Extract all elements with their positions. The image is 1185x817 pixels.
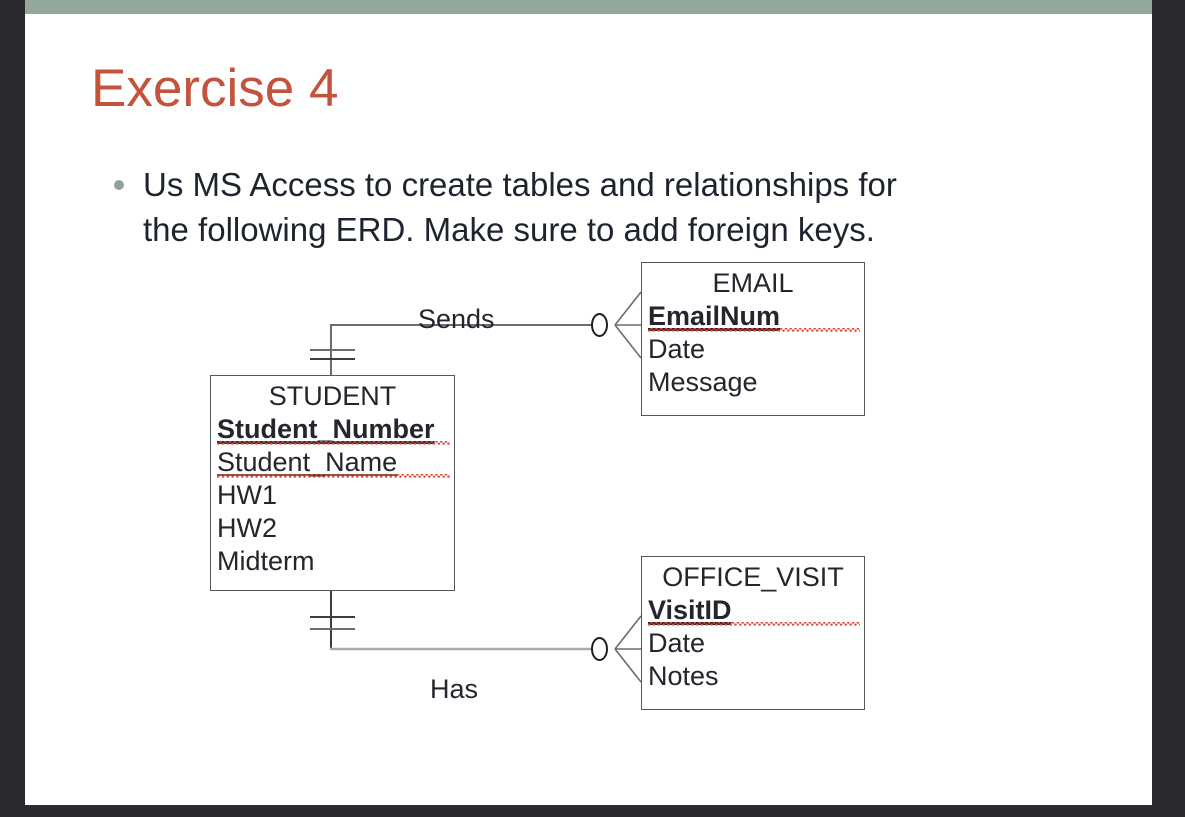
bullet-item-text: Us MS Access to create tables and relati… <box>143 166 897 248</box>
erd-connector-layer <box>310 291 642 683</box>
attribute-visit-date: Date <box>648 628 706 658</box>
attribute-midterm: Midterm <box>217 546 315 576</box>
erd-diagram: Sends Has STUDENT Student_Number Student… <box>25 0 1152 805</box>
has-crowsfoot-upper <box>614 615 642 650</box>
entity-box-office-visit[interactable]: OFFICE_VISIT VisitID Date Notes <box>641 556 865 710</box>
relationship-label-sends: Sends <box>418 304 495 334</box>
attribute-list-office-visit: VisitID Date Notes <box>642 594 864 693</box>
bullet-point-icon <box>114 180 124 190</box>
entity-box-email[interactable]: EMAIL EmailNum Date Message <box>641 262 865 416</box>
top-accent-bar <box>25 0 1152 14</box>
has-optional-circle-icon <box>591 637 608 661</box>
entity-title-student: STUDENT <box>268 381 397 411</box>
spellcheck-squiggle-icon <box>648 328 860 332</box>
attribute-hw1: HW1 <box>217 480 277 510</box>
attribute-visit-notes: Notes <box>648 661 719 691</box>
attribute-email-date: Date <box>648 334 706 364</box>
attribute-email-message: Message <box>648 367 758 397</box>
page-title: Exercise 4 <box>91 59 339 118</box>
entity-title-office-visit: OFFICE_VISIT <box>662 562 844 592</box>
bullet-list: Us MS Access to create tables and relati… <box>90 162 1100 252</box>
relationship-label-has: Has <box>430 674 479 704</box>
sends-optional-circle-icon <box>591 313 608 337</box>
attribute-list-student: Student_Number Student_Name HW1 HW2 Midt… <box>211 413 454 578</box>
entity-box-student[interactable]: STUDENT Student_Number Student_Name HW1 … <box>210 375 455 591</box>
slide-canvas: Exercise 4 Us MS Access to create tables… <box>25 0 1152 805</box>
has-crowsfoot-lower <box>614 648 642 683</box>
entity-title-email: EMAIL <box>712 268 794 298</box>
attribute-student-number: Student_Number <box>211 413 454 446</box>
attribute-hw2: HW2 <box>217 513 277 543</box>
attribute-student-name: Student_Name <box>211 446 454 479</box>
attribute-visitid: VisitID <box>642 594 864 627</box>
spellcheck-squiggle-icon <box>217 474 450 478</box>
sends-crowsfoot-lower <box>614 324 642 359</box>
sends-crowsfoot-upper <box>614 291 642 326</box>
attribute-list-email: EmailNum Date Message <box>642 300 864 399</box>
spellcheck-squiggle-icon <box>648 622 860 626</box>
attribute-emailnum: EmailNum <box>642 300 864 333</box>
spellcheck-squiggle-icon <box>217 441 450 445</box>
